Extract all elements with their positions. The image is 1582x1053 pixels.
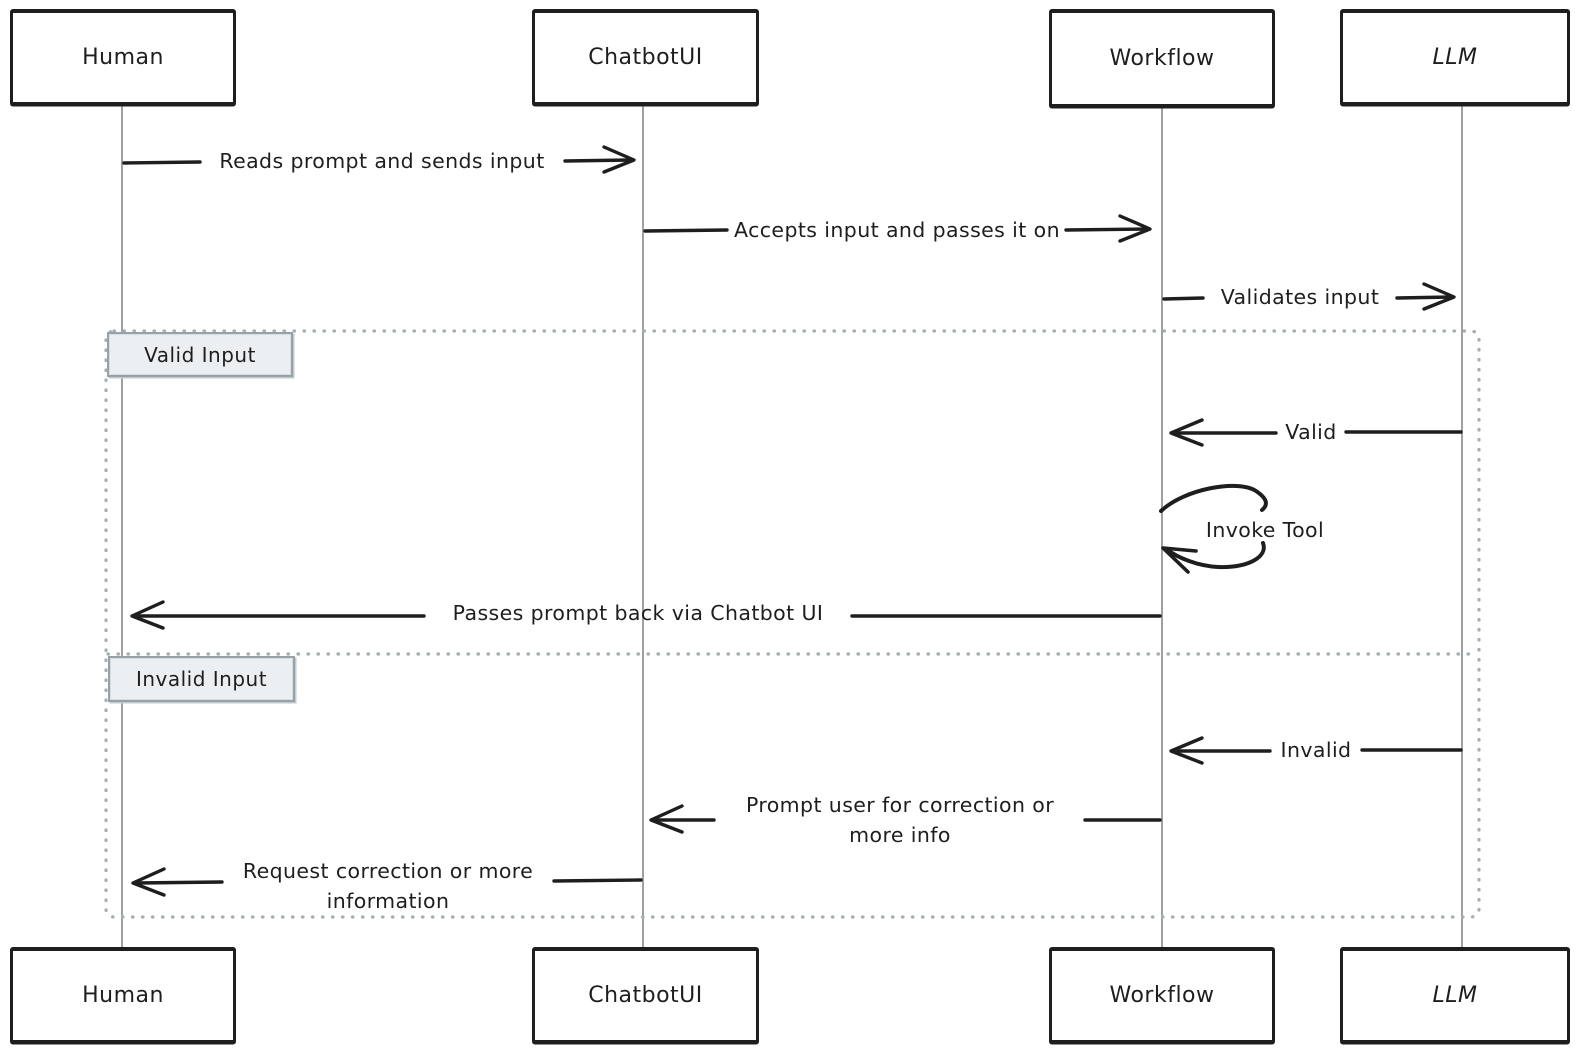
actor-box-human-bottom: Human (10, 948, 236, 1043)
actor-label: ChatbotUI (588, 45, 703, 70)
message-label: Validates input (1220, 285, 1380, 309)
message-arrowhead-9 (131, 867, 166, 897)
actor-box-llm-bottom: LLM (1340, 948, 1570, 1043)
self-loop-top (1159, 483, 1268, 513)
message-arrowhead-3 (1422, 282, 1456, 311)
message-label: Passes prompt back via Chatbot UI (452, 601, 824, 625)
actor-label: ChatbotUI (588, 983, 703, 1008)
section-label-invalid-input: Invalid Input (108, 656, 295, 702)
message-label: Accepts input and passes it on (734, 218, 1060, 242)
message-line-2a (643, 228, 729, 233)
actor-box-workflow-top: Workflow (1049, 10, 1275, 107)
message-line-1b (563, 158, 633, 163)
message-line-9a (552, 878, 643, 883)
actor-label: LLM (1432, 45, 1478, 70)
actor-label: Workflow (1109, 983, 1215, 1008)
message-label: Request correction or more information (242, 859, 534, 913)
lifelines (121, 103, 1463, 951)
message-line-2b (1064, 227, 1151, 232)
self-loop-bottom (1164, 541, 1266, 570)
alt-frame (104, 329, 1481, 919)
actor-box-human-top: Human (10, 10, 236, 105)
actor-box-llm-top: LLM (1340, 10, 1570, 105)
message-arrowhead-7 (1169, 736, 1204, 765)
message-arrowhead-5 (1161, 546, 1198, 574)
actor-box-chatbotui-top: ChatbotUI (532, 10, 759, 105)
message-arrowhead-4 (1169, 418, 1204, 447)
message-arrowhead-8 (649, 804, 684, 834)
message-line-3b (1395, 295, 1454, 300)
section-label-text: Valid Input (144, 342, 256, 367)
actor-label: Human (82, 983, 164, 1008)
message-line-3a (1162, 296, 1205, 301)
message-line-9b (134, 880, 224, 885)
message-line-1a (122, 160, 202, 165)
alt-frame-border (104, 329, 1481, 919)
section-label-text: Invalid Input (135, 667, 268, 691)
actor-label: LLM (1432, 983, 1478, 1008)
message-arrows (122, 145, 1463, 897)
message-label: Invoke Tool (1205, 518, 1325, 542)
message-label: Valid (1285, 420, 1337, 444)
message-arrowhead-2 (1118, 214, 1152, 243)
message-label: Prompt user for correction or more info (745, 793, 1055, 847)
actor-label: Human (82, 45, 164, 70)
actor-label: Workflow (1109, 46, 1215, 71)
message-arrowhead-1 (602, 145, 636, 174)
section-label-valid-input: Valid Input (107, 332, 293, 377)
actor-box-workflow-bottom: Workflow (1049, 948, 1275, 1043)
actor-box-chatbotui-bottom: ChatbotUI (532, 948, 759, 1043)
message-label: Invalid (1280, 738, 1352, 762)
message-arrowhead-6 (130, 600, 165, 630)
message-label: Reads prompt and sends input (219, 149, 545, 173)
